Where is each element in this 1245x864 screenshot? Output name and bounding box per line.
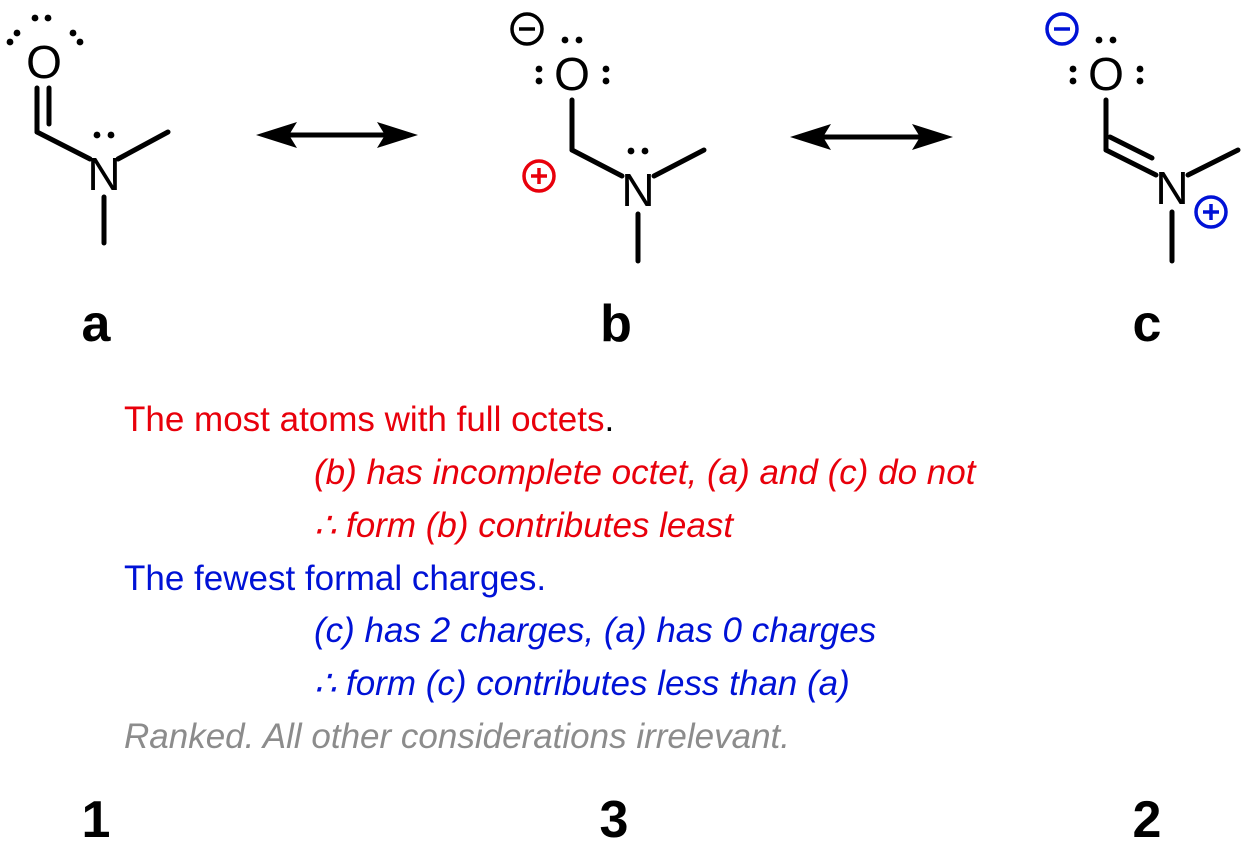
negative-charge-icon <box>510 12 544 46</box>
rank-c: 2 <box>1133 791 1162 849</box>
negative-charge-icon-blue <box>1045 12 1079 46</box>
rank-b: 3 <box>600 791 629 849</box>
rule-octets-period: . <box>604 400 615 439</box>
resonance-arrow-1 <box>256 122 418 148</box>
rule-octets-text: The most atoms with full octets <box>124 400 605 439</box>
structure-label-a: a <box>82 295 112 353</box>
resonance-arrow-2 <box>790 124 953 150</box>
structure-label-b: b <box>600 295 632 353</box>
positive-charge-icon-blue <box>1194 195 1228 229</box>
oxygen-atom-b: O <box>554 48 590 100</box>
nitrogen-atom-c: N <box>1155 162 1188 214</box>
octet-conclusion: ∴ form (b) contributes least <box>314 506 734 545</box>
bond-cn-a <box>34 129 93 162</box>
nitrogen-atom-a: N <box>87 148 120 200</box>
bond-cn-c-second <box>1107 134 1155 161</box>
bond-n-methyl1-c <box>1185 147 1241 178</box>
charge-analysis: (c) has 2 charges, (a) has 0 charges <box>314 611 877 650</box>
bond-cn-b <box>569 147 625 179</box>
bond-cn-c <box>1103 147 1159 178</box>
bond-n-methyl1-a <box>115 129 171 162</box>
structure-a: O N a <box>6 14 171 353</box>
structure-label-c: c <box>1133 295 1162 353</box>
oxygen-atom-a: O <box>26 36 62 88</box>
charge-conclusion: ∴ form (c) contributes less than (a) <box>314 664 850 703</box>
rule-charges-heading: The fewest formal charges. <box>124 559 547 598</box>
bond-n-methyl1-b <box>651 147 707 179</box>
structure-c: O N c <box>1045 12 1241 353</box>
rank-a: 1 <box>82 791 111 849</box>
rule-octets-heading: The most atoms with full octets. <box>124 402 614 437</box>
nitrogen-atom-b: N <box>621 164 654 216</box>
structure-b: O N b <box>510 12 707 353</box>
ranking-note: Ranked. All other considerations irrelev… <box>124 717 790 756</box>
oxygen-atom-c: O <box>1088 48 1124 100</box>
octet-analysis: (b) has incomplete octet, (a) and (c) do… <box>314 453 976 492</box>
positive-charge-icon <box>522 159 556 193</box>
